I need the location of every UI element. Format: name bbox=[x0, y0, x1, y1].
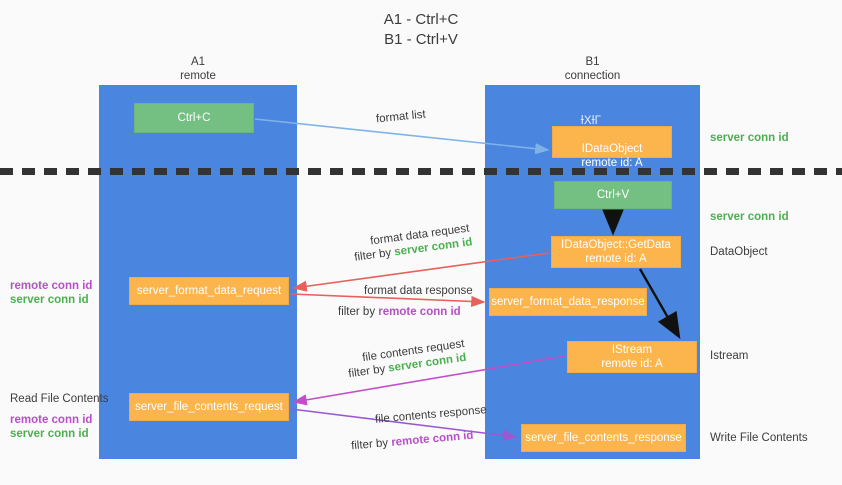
right-label-istream: Istream bbox=[710, 350, 749, 362]
edge-label-file-contents-response: file contents response bbox=[374, 404, 488, 426]
left-label-server-conn-id-upper: server conn id bbox=[10, 294, 89, 306]
box-idataobject-getdata[interactable]: IDataObject::GetData remote id: A bbox=[551, 236, 681, 268]
page-title: A1 - Ctrl+C B1 - Ctrl+V bbox=[383, 11, 459, 48]
box-ctrl-v-label: Ctrl+V bbox=[596, 189, 630, 201]
filter-value-remote-conn-id: remote conn id bbox=[378, 306, 461, 318]
right-label-server-conn-id-mid: server conn id bbox=[710, 211, 789, 223]
filter-prefix: filter by bbox=[338, 306, 379, 318]
box-server-format-data-response[interactable]: server_format_data_response bbox=[489, 288, 647, 316]
right-label-data-object: DataObject bbox=[710, 246, 768, 258]
filter-prefix: filter by bbox=[353, 246, 396, 264]
edge-label-format-data-response-filter: filter by remote conn id bbox=[338, 305, 461, 320]
right-label-write-file-contents: Write File Contents bbox=[710, 432, 808, 444]
box-data-object[interactable]: ƗХƗГ IDataObject remote id: A bbox=[552, 115, 672, 169]
filter-prefix: filter by bbox=[350, 436, 392, 453]
box-data-object-main: IDataObject bbox=[581, 143, 643, 155]
left-label-server-conn-id-lower: server conn id bbox=[10, 428, 89, 440]
box-getdata-sub: remote id: A bbox=[585, 253, 647, 265]
box-server-file-contents-request[interactable]: server_file_contents_request bbox=[129, 393, 289, 421]
edge-label-file-contents-response-filter: filter by remote conn id bbox=[351, 429, 475, 455]
box-ctrl-c-label: Ctrl+C bbox=[177, 112, 211, 124]
box-istream-sub: remote id: A bbox=[601, 358, 663, 370]
box-server-format-data-response-label: server_format_data_response bbox=[491, 296, 645, 308]
box-getdata-title: IDataObject::GetData bbox=[561, 239, 671, 251]
filter-value-remote-conn-id: remote conn id bbox=[390, 429, 474, 449]
box-istream-title: IStream bbox=[611, 344, 653, 356]
left-label-remote-conn-id-lower: remote conn id bbox=[10, 414, 93, 426]
left-label-read-file-contents: Read File Contents bbox=[10, 393, 109, 405]
edge-label-format-data-response: format data response bbox=[364, 285, 473, 297]
box-data-object-glitch-overlay: ƗХƗГ bbox=[580, 115, 601, 127]
box-data-object-title: ƗХƗГ IDataObject bbox=[580, 114, 643, 156]
box-ctrl-c[interactable]: Ctrl+C bbox=[134, 103, 254, 133]
lane-header-b1: B1 connection bbox=[564, 56, 621, 82]
left-label-remote-conn-id-upper: remote conn id bbox=[10, 280, 93, 292]
box-data-object-sub: remote id: A bbox=[581, 157, 643, 169]
divider-dashed-line bbox=[0, 168, 842, 175]
right-label-server-conn-id-top: server conn id bbox=[710, 132, 789, 144]
edge-label-format-list: format list bbox=[375, 108, 427, 126]
lane-header-a1: A1 remote bbox=[180, 56, 216, 82]
box-server-format-data-request[interactable]: server_format_data_request bbox=[129, 277, 289, 305]
box-server-file-contents-request-label: server_file_contents_request bbox=[135, 401, 283, 413]
filter-prefix: filter by bbox=[347, 362, 390, 381]
box-server-file-contents-response[interactable]: server_file_contents_response bbox=[521, 424, 686, 452]
box-istream[interactable]: IStream remote id: A bbox=[567, 341, 697, 373]
box-ctrl-v[interactable]: Ctrl+V bbox=[554, 181, 672, 209]
box-server-format-data-request-label: server_format_data_request bbox=[136, 285, 282, 297]
box-server-file-contents-response-label: server_file_contents_response bbox=[525, 432, 682, 444]
